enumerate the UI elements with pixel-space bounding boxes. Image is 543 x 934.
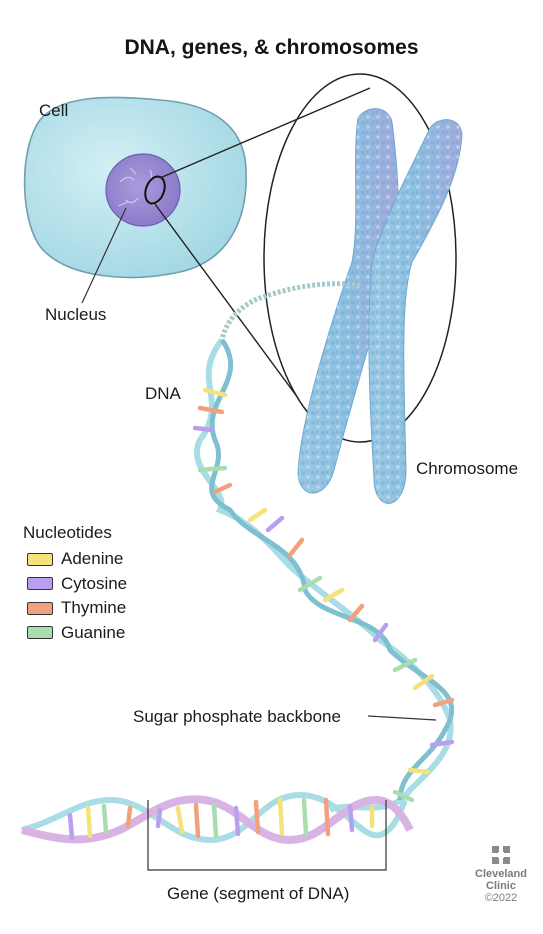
gene-bracket (147, 800, 387, 871)
chromosome-illustration (297, 108, 463, 504)
zoom-line-bottom (154, 203, 299, 399)
logo-line-1: Cleveland (475, 868, 527, 880)
thymine-swatch (27, 601, 53, 615)
zoom-line-top (159, 87, 371, 179)
nucleus-shape (105, 153, 181, 227)
dna-helix (192, 338, 455, 813)
legend-item-guanine: Guanine (23, 621, 127, 646)
backbone-pointer-line (367, 715, 437, 721)
legend-item-label: Adenine (61, 549, 124, 569)
nucleus-pointer-line (81, 207, 127, 304)
legend-title: Nucleotides (23, 523, 112, 542)
legend-item-cytosine: Cytosine (23, 572, 127, 597)
legend-item-label: Thymine (61, 598, 127, 618)
chromosome-zoom-oval (263, 73, 457, 443)
dna-horizontal-helix (20, 791, 414, 845)
nucleotides-legend: Nucleotides Adenine Cytosine Thymine Gua… (23, 523, 127, 645)
legend-item-thymine: Thymine (23, 596, 127, 621)
gene-label: Gene (segment of DNA) (167, 884, 350, 903)
legend-item-label: Cytosine (61, 573, 128, 593)
dna-thin-strand (219, 281, 361, 341)
legend-item-label: Guanine (61, 622, 126, 642)
cleveland-clinic-logo: Cleveland Clinic ©2022 (466, 845, 536, 904)
cleveland-clinic-mark-icon (492, 846, 510, 864)
cytosine-swatch (27, 577, 53, 591)
logo-line-2: Clinic (486, 880, 516, 892)
backbone-label: Sugar phosphate backbone (133, 707, 341, 726)
cell-label: Cell (39, 101, 69, 120)
chromosome-callout-circle (144, 175, 166, 205)
nucleus-label: Nucleus (45, 305, 107, 324)
page-title: DNA, genes, & chromosomes (124, 36, 419, 59)
adenine-swatch (27, 552, 53, 566)
copyright: ©2022 (484, 892, 518, 904)
cell-illustration (23, 96, 247, 279)
legend-item-adenine: Adenine (23, 547, 127, 572)
chromosome-label: Chromosome (416, 459, 519, 478)
guanine-swatch (27, 626, 53, 640)
dna-label: DNA (145, 384, 181, 403)
